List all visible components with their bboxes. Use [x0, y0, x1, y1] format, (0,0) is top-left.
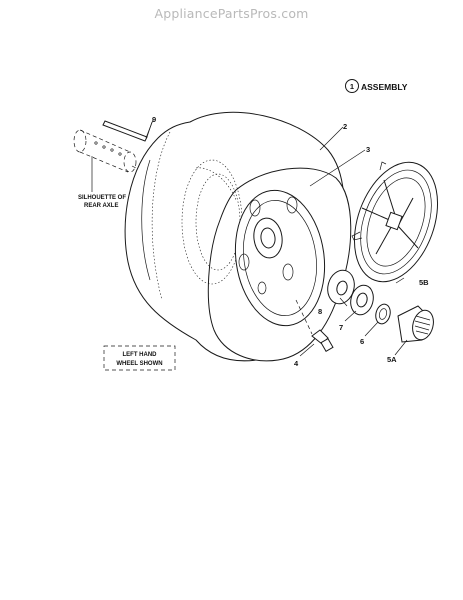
- callout-9: 9: [152, 115, 156, 124]
- assembly-number: 1: [350, 82, 354, 91]
- valve-stem-part-4: [295, 299, 334, 353]
- washer-part-7: [350, 284, 374, 316]
- note-line1: LEFT HAND: [123, 352, 158, 358]
- note-line2: WHEEL SHOWN: [116, 361, 162, 367]
- assembly-header: 1 ASSEMBLY: [345, 79, 408, 93]
- callout-2: 2: [343, 122, 347, 131]
- callout-4: 4: [294, 359, 299, 368]
- callout-7: 7: [339, 323, 343, 332]
- leader-lines: [145, 119, 408, 357]
- silhouette-label-line1: SILHOUETTE OF: [78, 195, 126, 201]
- assembly-number-circle: [345, 79, 359, 93]
- callout-3: 3: [366, 145, 370, 154]
- cap-part-5a: [397, 305, 434, 343]
- assembly-label: ASSEMBLY: [361, 82, 408, 92]
- rim-part-3: [234, 189, 326, 327]
- washer-part-8: [327, 269, 355, 305]
- callout-6: 6: [360, 337, 364, 346]
- callout-5a: 5A: [387, 355, 397, 364]
- note-box: LEFT HAND WHEEL SHOWN: [103, 345, 176, 371]
- key-part-9: [102, 120, 153, 142]
- silhouette-label-line2: REAR AXLE: [84, 203, 118, 209]
- callout-8: 8: [318, 307, 322, 316]
- hubcap-part-5b: [351, 161, 439, 283]
- callout-5b: 5B: [419, 278, 429, 287]
- retainer-ring-part-6: [375, 303, 391, 325]
- watermark: AppliancePartsPros.com: [154, 6, 309, 21]
